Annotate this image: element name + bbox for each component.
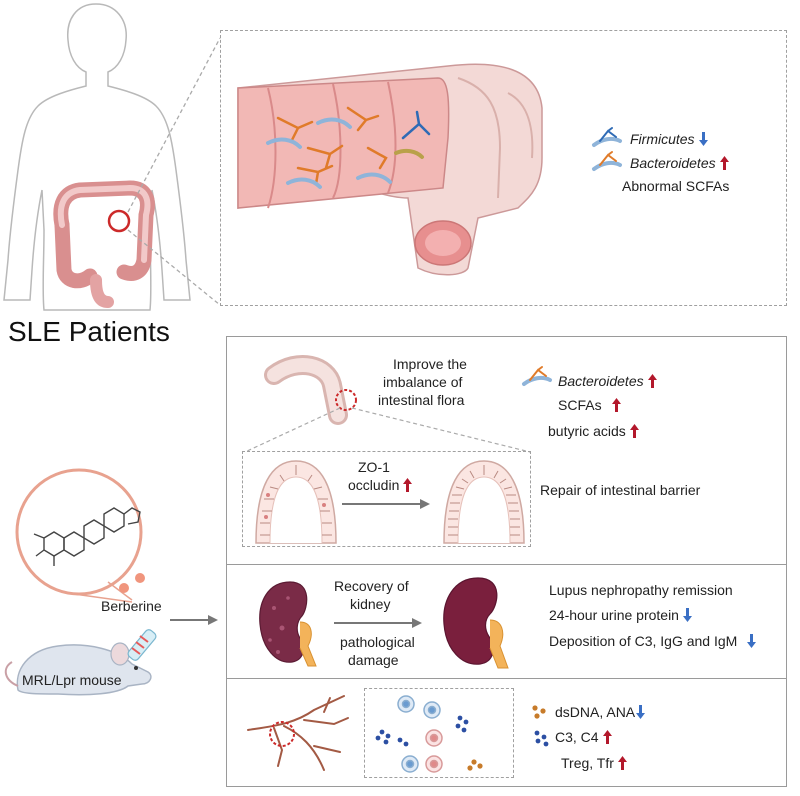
legend-bacteroidetes: Bacteroidetes — [630, 155, 729, 172]
immune-dashed-box — [364, 688, 514, 778]
gut-heading-line3: intestinal flora — [378, 392, 465, 408]
abnormal-scfas-label: Abnormal SCFAs — [622, 178, 730, 194]
mouse-label: MRL/Lpr mouse — [22, 672, 122, 688]
barrier-marker-zo1: ZO-1 — [358, 459, 390, 475]
immune-dots-blue-icon — [534, 730, 549, 747]
kidney-result-remission: Lupus nephropathy remission — [549, 582, 733, 598]
barrier-dashed-box — [242, 451, 531, 547]
bacteroidetes-bacterium-icon — [522, 366, 552, 386]
immune-result-c3c4: C3, C4 — [555, 729, 612, 746]
legend-firmicutes: Firmicutes — [630, 131, 708, 148]
blood-vessel-branches — [247, 695, 349, 771]
page-title: SLE Patients — [8, 316, 170, 347]
immune-dots-orange-icon — [532, 705, 546, 719]
highlight-circle — [107, 209, 131, 233]
up-arrow-icon — [629, 424, 639, 438]
down-arrow-icon — [747, 634, 757, 648]
up-arrow-icon — [611, 398, 621, 412]
gut-result-scfas: SCFAs — [558, 397, 621, 414]
gut-result-butyric: butyric acids — [548, 423, 639, 440]
mouse-illustration — [4, 629, 157, 696]
divider-gut-kidney — [226, 564, 787, 565]
gut-heading-line2: imbalance of — [383, 374, 463, 390]
bacteroidetes-bacterium-icon — [592, 151, 622, 171]
immune-result-dsdna: dsDNA, ANA — [555, 704, 646, 721]
kidney-result-deposition: Deposition of C3, IgG and IgM — [549, 633, 757, 650]
immune-result-treg: Treg, Tfr — [561, 755, 627, 772]
kidney-result-urine-protein: 24-hour urine protein — [549, 607, 692, 624]
firmicutes-bacterium-icon — [592, 127, 622, 147]
kidney-arrow — [334, 618, 422, 628]
berberine-structure-zoom — [15, 468, 143, 603]
gut-heading-line1: Improve the — [393, 356, 467, 372]
barrier-result: Repair of intestinal barrier — [540, 482, 701, 498]
up-arrow-icon — [602, 730, 612, 744]
up-arrow-icon — [719, 156, 729, 170]
up-arrow-icon — [617, 756, 627, 770]
gut-result-bacteroidetes: Bacteroidetes — [558, 373, 657, 390]
barrier-marker-occludin: occludin — [348, 477, 413, 494]
treatment-arrow — [170, 615, 218, 625]
results-outer-box — [226, 336, 787, 787]
down-arrow-icon — [636, 705, 646, 719]
up-arrow-icon — [647, 374, 657, 388]
berberine-label: Berberine — [101, 598, 162, 614]
kidney-arrow-line2: kidney — [350, 596, 391, 612]
kidney-damaged — [259, 581, 317, 667]
down-arrow-icon — [698, 132, 708, 146]
immune-cells — [375, 695, 483, 773]
barrier-arrow — [342, 499, 430, 509]
kidney-healthy — [443, 577, 509, 669]
kidney-arrow-line1: Recovery of — [334, 578, 409, 594]
kidney-arrow-line4: damage — [348, 652, 399, 668]
berberine-pills-icon — [119, 573, 145, 593]
intestine-closeup — [237, 63, 543, 276]
divider-kidney-immune — [226, 678, 787, 679]
human-silhouette — [3, 3, 191, 311]
villus-repaired — [443, 460, 525, 544]
up-arrow-icon — [403, 478, 413, 492]
kidney-arrow-line3: pathological — [340, 634, 415, 650]
intestine-segment — [264, 355, 357, 425]
villus-damaged — [255, 460, 337, 544]
down-arrow-icon — [682, 608, 692, 622]
top-dashed-panel — [220, 30, 787, 306]
